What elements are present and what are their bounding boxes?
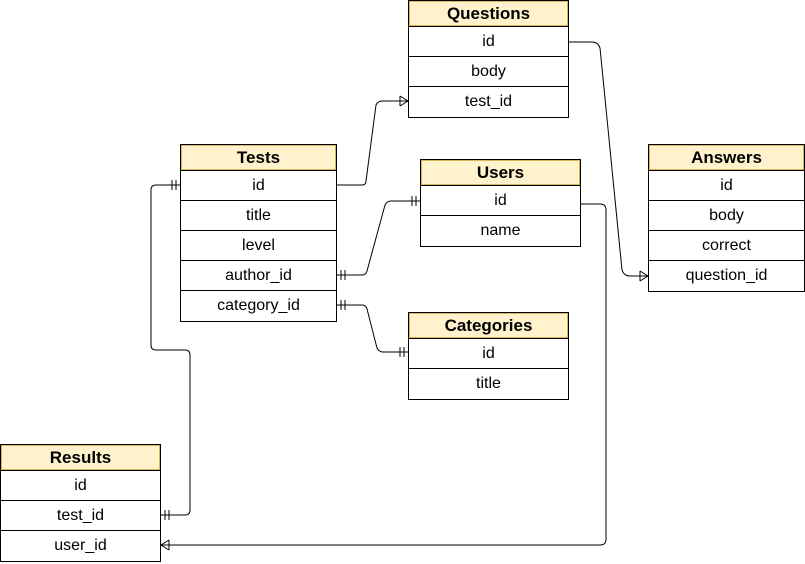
- entity-answers[interactable]: Answers id body correct question_id: [648, 144, 805, 292]
- connector-tests-results: [150, 184, 191, 516]
- entity-categories[interactable]: Categories id title: [408, 312, 569, 400]
- entity-results[interactable]: Results id test_id user_id: [0, 444, 161, 562]
- mark-categories-id: [399, 347, 405, 357]
- mark-tests-category-id: [340, 300, 346, 310]
- entity-users[interactable]: Users id name: [420, 159, 581, 247]
- field-body[interactable]: body: [409, 57, 568, 87]
- entity-title: Categories: [409, 313, 568, 339]
- entity-title: Results: [1, 445, 160, 471]
- connector-questions-answers: [569, 41, 648, 277]
- entity-title: Users: [421, 160, 580, 186]
- connector-users-tests-author: [337, 200, 420, 276]
- field-id[interactable]: id: [409, 27, 568, 57]
- field-title[interactable]: title: [476, 375, 501, 392]
- field-question-id[interactable]: question_id: [685, 267, 768, 284]
- crows-foot-results-user-id: [160, 539, 170, 551]
- connector-tests-questions: [337, 100, 408, 186]
- field-author-id[interactable]: author_id: [181, 261, 336, 291]
- field-body[interactable]: body: [649, 201, 804, 231]
- field-user-id[interactable]: user_id: [54, 537, 107, 554]
- field-category-id[interactable]: category_id: [217, 297, 300, 314]
- field-id[interactable]: id: [1, 471, 160, 501]
- field-id[interactable]: id: [409, 339, 568, 369]
- connector-users-results: [161, 203, 607, 546]
- entity-tests[interactable]: Tests id title level author_id category_…: [180, 144, 337, 322]
- field-id[interactable]: id: [649, 171, 804, 201]
- field-test-id[interactable]: test_id: [1, 501, 160, 531]
- entity-title: Questions: [409, 1, 568, 27]
- mark-users-id: [411, 196, 417, 206]
- entity-title: Tests: [181, 145, 336, 171]
- field-id[interactable]: id: [181, 171, 336, 201]
- field-id[interactable]: id: [421, 186, 580, 216]
- connector-categories-tests: [337, 304, 408, 353]
- mark-tests-id: [171, 180, 177, 190]
- field-test-id[interactable]: test_id: [464, 93, 513, 110]
- field-correct[interactable]: correct: [649, 231, 804, 261]
- mark-tests-author-id: [340, 270, 346, 280]
- field-level[interactable]: level: [181, 231, 336, 261]
- mark-results-test-id: [164, 510, 170, 520]
- field-title[interactable]: title: [181, 201, 336, 231]
- field-name[interactable]: name: [480, 222, 521, 239]
- entity-questions[interactable]: Questions id body test_id: [408, 0, 569, 118]
- entity-title: Answers: [649, 145, 804, 171]
